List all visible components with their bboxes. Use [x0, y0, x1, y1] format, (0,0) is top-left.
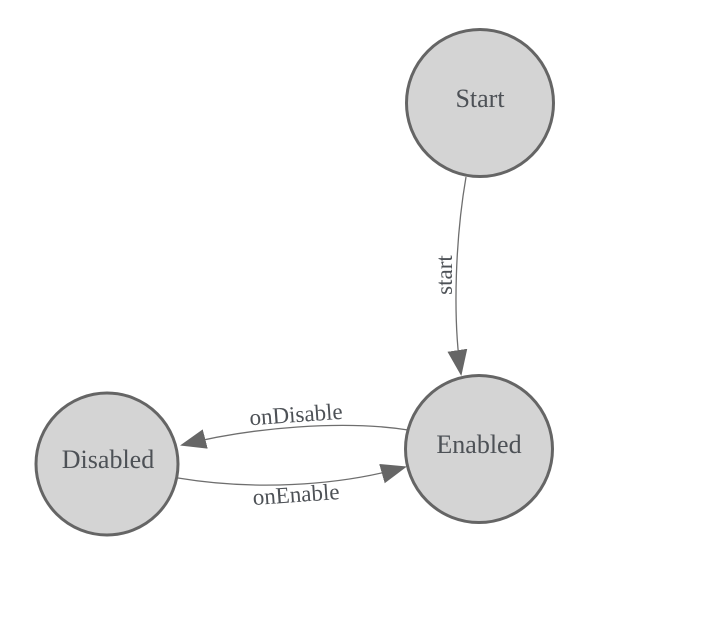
state-label-enabled: Enabled: [436, 430, 521, 459]
state-node-disabled: [34, 391, 180, 537]
edge-label-onenable: onEnable: [252, 479, 340, 510]
state-label-disabled: Disabled: [62, 445, 154, 474]
state-label-start: Start: [455, 84, 505, 113]
state-node-start: [405, 28, 555, 178]
edge-label-start: start: [432, 255, 457, 295]
state-node-enabled: [404, 374, 554, 524]
edge-disabled-to-enabled: [177, 463, 407, 486]
edge-enabled-to-disabled: [180, 424, 409, 449]
edge-start-to-enabled: [447, 176, 468, 376]
